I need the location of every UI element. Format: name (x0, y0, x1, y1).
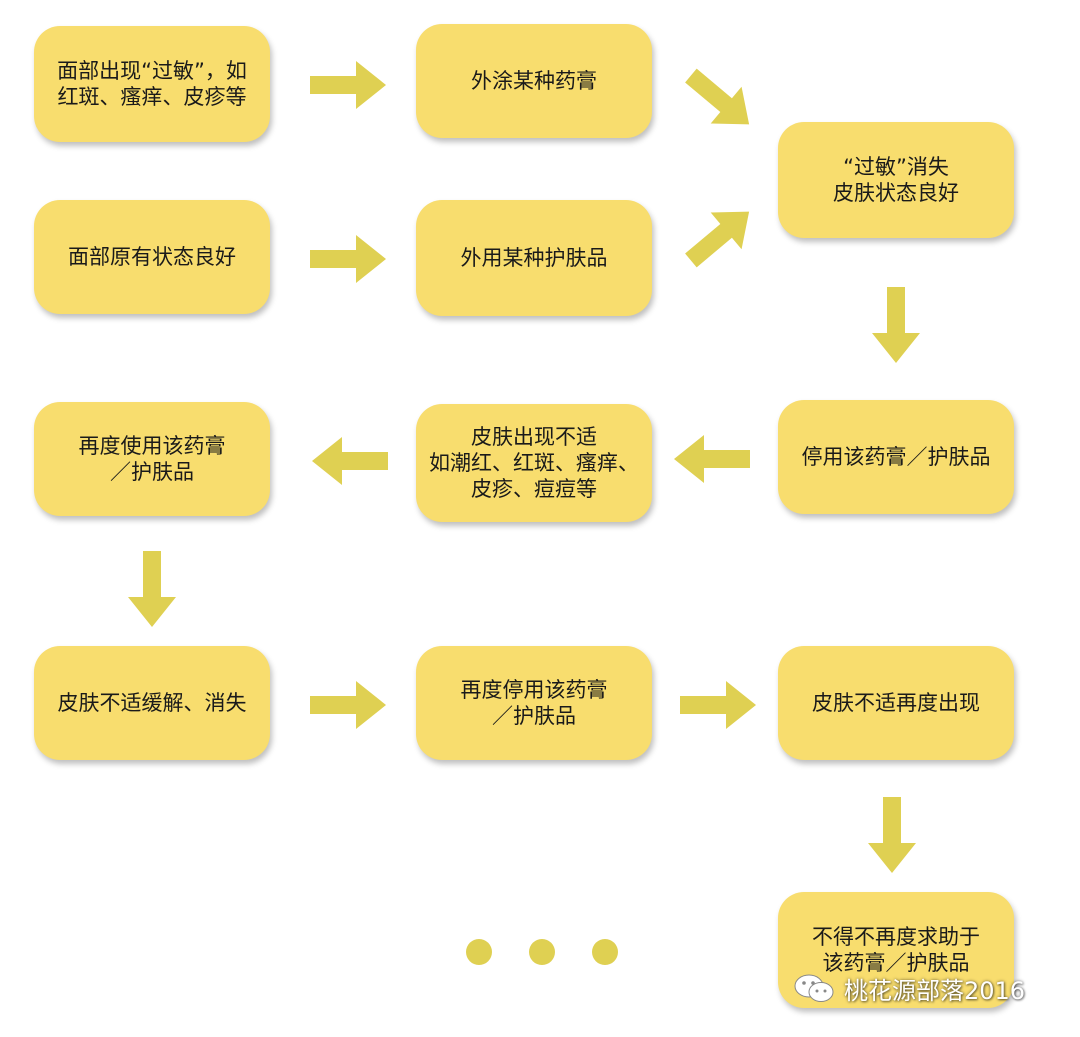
node-reuse: 再度使用该药膏 ／护肤品 (34, 402, 270, 516)
dot (529, 939, 555, 965)
node-stop-again: 再度停用该药膏 ／护肤品 (416, 646, 652, 760)
wechat-icon (794, 974, 834, 1002)
dot (466, 939, 492, 965)
node-recur: 皮肤不适再度出现 (778, 646, 1014, 760)
node-relieved: 皮肤不适缓解、消失 (34, 646, 270, 760)
arrow-right-2 (308, 234, 388, 284)
watermark: 桃花源部落2016 (792, 970, 1025, 1006)
arrow-down-2 (124, 548, 180, 630)
node-allergy-gone: “过敏”消失 皮肤状态良好 (778, 122, 1014, 238)
node-stop-use: 停用该药膏／护肤品 (778, 400, 1014, 514)
dot (592, 939, 618, 965)
arrow-left-2 (310, 436, 390, 486)
node-skin-good: 面部原有状态良好 (34, 200, 270, 314)
node-apply-ointment: 外涂某种药膏 (416, 24, 652, 138)
arrow-diag-up (680, 206, 760, 268)
arrow-down-3 (864, 794, 920, 876)
continuation-dots (456, 936, 626, 966)
arrow-right-1 (308, 60, 388, 110)
arrow-right-3 (308, 680, 388, 730)
watermark-text: 桃花源部落2016 (844, 976, 1026, 1005)
arrow-right-4 (678, 680, 758, 730)
node-discomfort: 皮肤出现不适 如潮红、红斑、瘙痒、 皮疹、痘痘等 (416, 404, 652, 522)
node-allergy: 面部出现“过敏”，如 红斑、瘙痒、皮疹等 (34, 26, 270, 142)
arrow-down-1 (868, 284, 924, 366)
node-apply-skincare: 外用某种护肤品 (416, 200, 652, 316)
arrow-left-1 (672, 434, 752, 484)
arrow-diag-down (680, 68, 760, 130)
